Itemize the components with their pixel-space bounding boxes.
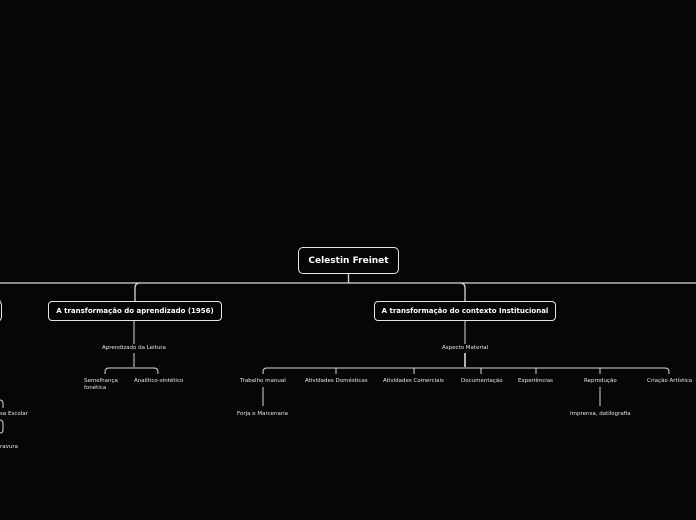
branch-node-aprendizado[interactable]: A transformação do aprendizado (1956) <box>48 301 222 321</box>
topic-cutoff-gravura[interactable]: ravura <box>0 444 19 450</box>
topic-forja-marcenaria[interactable]: Forja e Marcenaria <box>237 411 289 417</box>
topic-trabalho-manual[interactable]: Trabalho manual <box>240 378 286 384</box>
topic-aprendizado-leitura[interactable]: Aprendizado da Leitura <box>102 345 166 351</box>
topic-reproducao[interactable]: Reprodução <box>584 378 617 384</box>
topic-atividades-domesticas[interactable]: Atividades Domésticas <box>305 378 368 384</box>
topic-criacao-artistica[interactable]: Criação Artística <box>647 378 693 384</box>
topic-atividades-comerciais[interactable]: Atividades Comerciais <box>383 378 444 384</box>
root-node[interactable]: Celestin Freinet <box>298 247 399 274</box>
branch-node-label: A transformação do aprendizado (1956) <box>56 307 214 315</box>
branch-node-label: A transformação do contexto Instituciona… <box>381 307 549 315</box>
topic-experiencias[interactable]: Experiências <box>518 378 554 384</box>
topic-semelhanca-fonetica[interactable]: Semelhança fonética <box>84 378 118 391</box>
topic-cutoff-escolar[interactable]: sa Escolar <box>0 411 28 417</box>
root-node-label: Celestin Freinet <box>308 255 389 266</box>
topic-analitico-sintetico[interactable]: Analítico-sintético <box>134 378 184 384</box>
topic-documentacao[interactable]: Documentação <box>461 378 503 384</box>
topic-aspecto-material[interactable]: Aspecto Material <box>442 345 489 351</box>
topic-imprensa-datilografia[interactable]: Imprensa, datilografia <box>570 411 631 417</box>
branch-node-contexto[interactable]: A transformação do contexto Instituciona… <box>374 301 556 321</box>
offscreen-branch-node[interactable] <box>0 301 2 321</box>
